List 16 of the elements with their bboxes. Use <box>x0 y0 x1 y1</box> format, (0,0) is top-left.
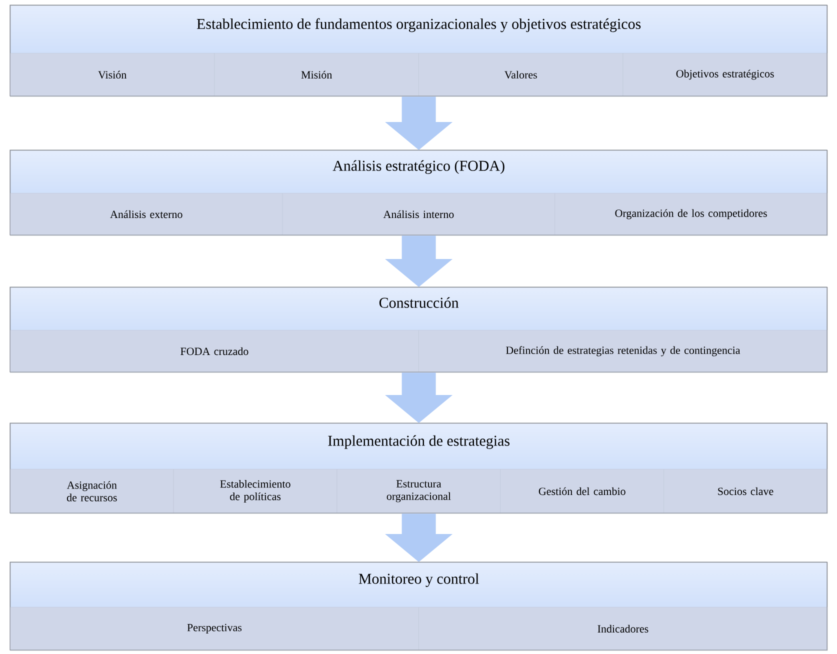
sub-item-cell: Visión <box>10 53 215 96</box>
sub-item-cell: Análisis externo <box>10 193 283 236</box>
sub-item-cell: Análisis interno <box>282 193 556 236</box>
sub-item-cell: Organización de los competidores <box>554 193 828 236</box>
sub-item-cell: Valores <box>418 53 624 96</box>
sub-item-cell: FODA cruzado <box>10 330 419 372</box>
sub-item-cell: Objetivos estratégicos <box>622 53 828 96</box>
sub-item-cell: Asignación de recursos <box>10 469 174 514</box>
sub-item-cell: Establecimiento de políticas <box>173 469 338 514</box>
sub-item-cell: Estructura organizacional <box>336 469 501 514</box>
sub-item-cell: Gestión del cambio <box>500 469 664 514</box>
sub-item-cell: Misión <box>214 53 419 96</box>
sub-item-cell: Perspectivas <box>10 607 419 650</box>
sub-item-cell: Definción de estrategias retenidas y de contingencia <box>418 330 828 372</box>
sub-item-cell: Indicadores <box>418 607 828 650</box>
sub-item-cell: Socios clave <box>664 469 828 514</box>
